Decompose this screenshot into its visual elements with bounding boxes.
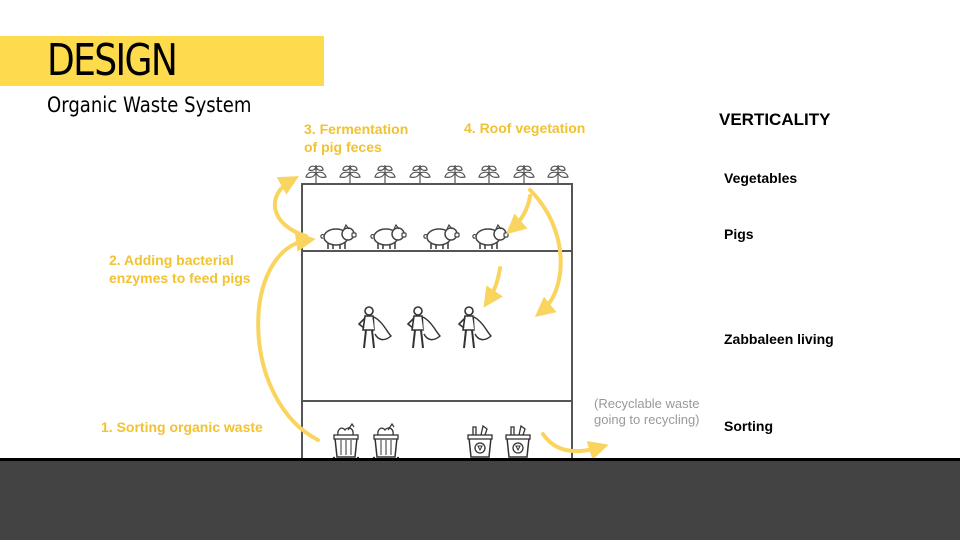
living-floor [358,306,492,349]
pig-icon [370,224,407,250]
pig-icon [423,224,460,250]
level-sorting: Sorting [724,418,773,434]
sprout-icon [409,164,431,186]
step-3-label: 3. Fermentation of pig feces [304,121,409,155]
pig-icon [320,224,357,250]
step-1-label: 1. Sorting organic waste [101,419,263,435]
arrow-recycling-out [541,432,609,461]
step-2-label: 2. Adding bacterial enzymes to feed pigs [109,252,251,286]
sprout-icon [339,164,361,186]
organic-bin-icon [372,423,400,460]
sorting-floor [332,423,531,460]
sprout-icon [305,164,327,186]
arrow-pigs-to-living [483,266,503,308]
sprout-icon [478,164,500,186]
arrow-pigs-to-plants [272,176,308,238]
person-cape-icon [358,306,392,349]
arrow-sorting-to-pigs [256,231,320,442]
page-title: DESIGN [47,35,178,86]
recycle-bin-icon [505,425,531,458]
sprout-icon [547,164,569,186]
page-subtitle: Organic Waste System [47,93,252,117]
sprout-icon [374,164,396,186]
sprout-icon [513,164,535,186]
level-vegetables: Vegetables [724,170,798,186]
pig-icon [472,224,509,250]
title-highlight-bar [0,36,324,86]
person-cape-icon [407,306,441,349]
level-zabbaleen-living: Zabbaleen living [724,331,834,347]
roof-plants [305,164,569,186]
level-pigs: Pigs [724,226,754,242]
step-4-label: 4. Roof vegetation [464,120,586,136]
verticality-title: VERTICALITY [719,110,831,129]
building-frame [301,183,573,458]
organic-bin-icon [332,423,360,460]
arrow-plants-to-pigs [505,194,532,235]
pig-floor [320,224,509,250]
sprout-icon [444,164,466,186]
recycling-note: (Recyclable waste going to recycling) [594,396,700,427]
ground-footer [0,458,960,540]
flow-arrows [256,176,609,461]
recycle-bin-icon [467,425,493,458]
arrow-roof-to-living [528,188,563,318]
person-cape-icon [458,306,492,349]
